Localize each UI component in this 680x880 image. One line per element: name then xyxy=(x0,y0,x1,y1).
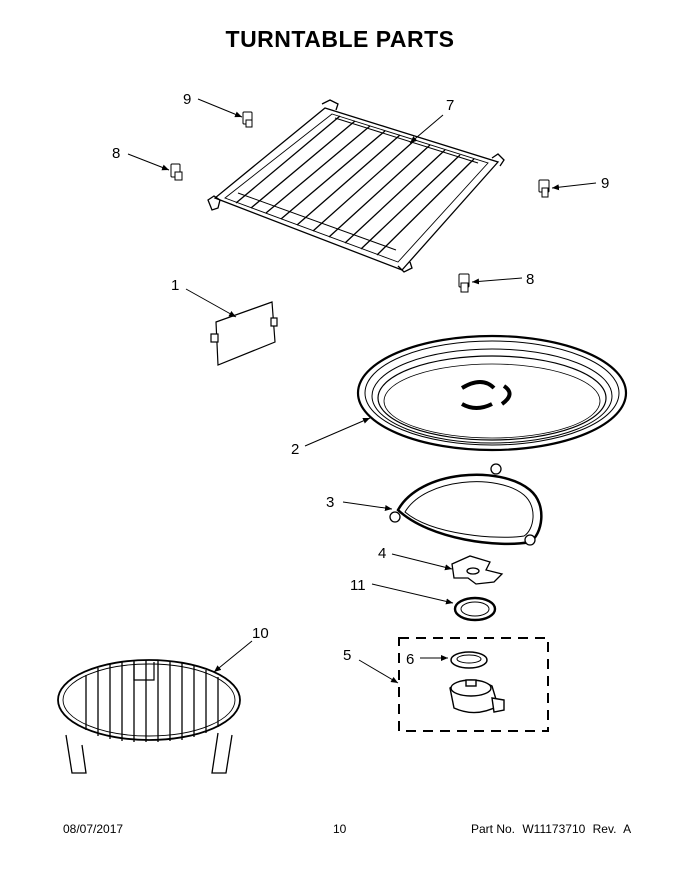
cover-part-1 xyxy=(210,301,278,366)
callout-6: 6 xyxy=(406,651,414,668)
callout-5: 5 xyxy=(343,647,351,664)
footer-part-label: Part No. xyxy=(471,822,516,836)
callout-4: 4 xyxy=(378,545,386,562)
callout-8-left: 8 xyxy=(112,145,120,162)
clip-part-9-right xyxy=(538,179,550,198)
roller-ring-part-3 xyxy=(389,463,543,546)
callout-10: 10 xyxy=(252,625,269,642)
motor-cap-part-6 xyxy=(450,651,488,669)
callout-3: 3 xyxy=(326,494,334,511)
callout-7: 7 xyxy=(446,97,454,114)
callout-9-left: 9 xyxy=(183,91,191,108)
clip-part-8-right xyxy=(458,273,470,293)
callout-11: 11 xyxy=(350,577,366,594)
footer-part-number: W11173710 xyxy=(522,822,586,836)
footer-date: 08/07/2017 xyxy=(63,822,124,836)
footer-page-number: 10 xyxy=(333,822,347,836)
turntable-tray-part-2 xyxy=(356,334,628,452)
callout-2: 2 xyxy=(291,441,299,458)
round-rack-part-10 xyxy=(57,659,241,774)
footer-rev-label: Rev. xyxy=(592,822,617,836)
callout-8-right: 8 xyxy=(526,271,534,288)
clip-part-9-left xyxy=(242,111,253,128)
clip-part-8-left xyxy=(170,163,183,181)
motor-assembly-part-5 xyxy=(398,637,549,732)
footer-part-info: Part No. W11173710 Rev. A xyxy=(471,822,635,836)
footer-rev: A xyxy=(623,822,632,836)
callout-1: 1 xyxy=(171,277,179,294)
seal-ring-part-11 xyxy=(453,596,497,622)
wire-rack-part-7 xyxy=(207,99,505,273)
callout-9-right: 9 xyxy=(601,175,609,192)
page-title: TURNTABLE PARTS xyxy=(225,26,455,52)
coupler-part-4 xyxy=(451,555,504,585)
turntable-motor xyxy=(449,679,505,714)
leader-lines xyxy=(127,98,597,684)
